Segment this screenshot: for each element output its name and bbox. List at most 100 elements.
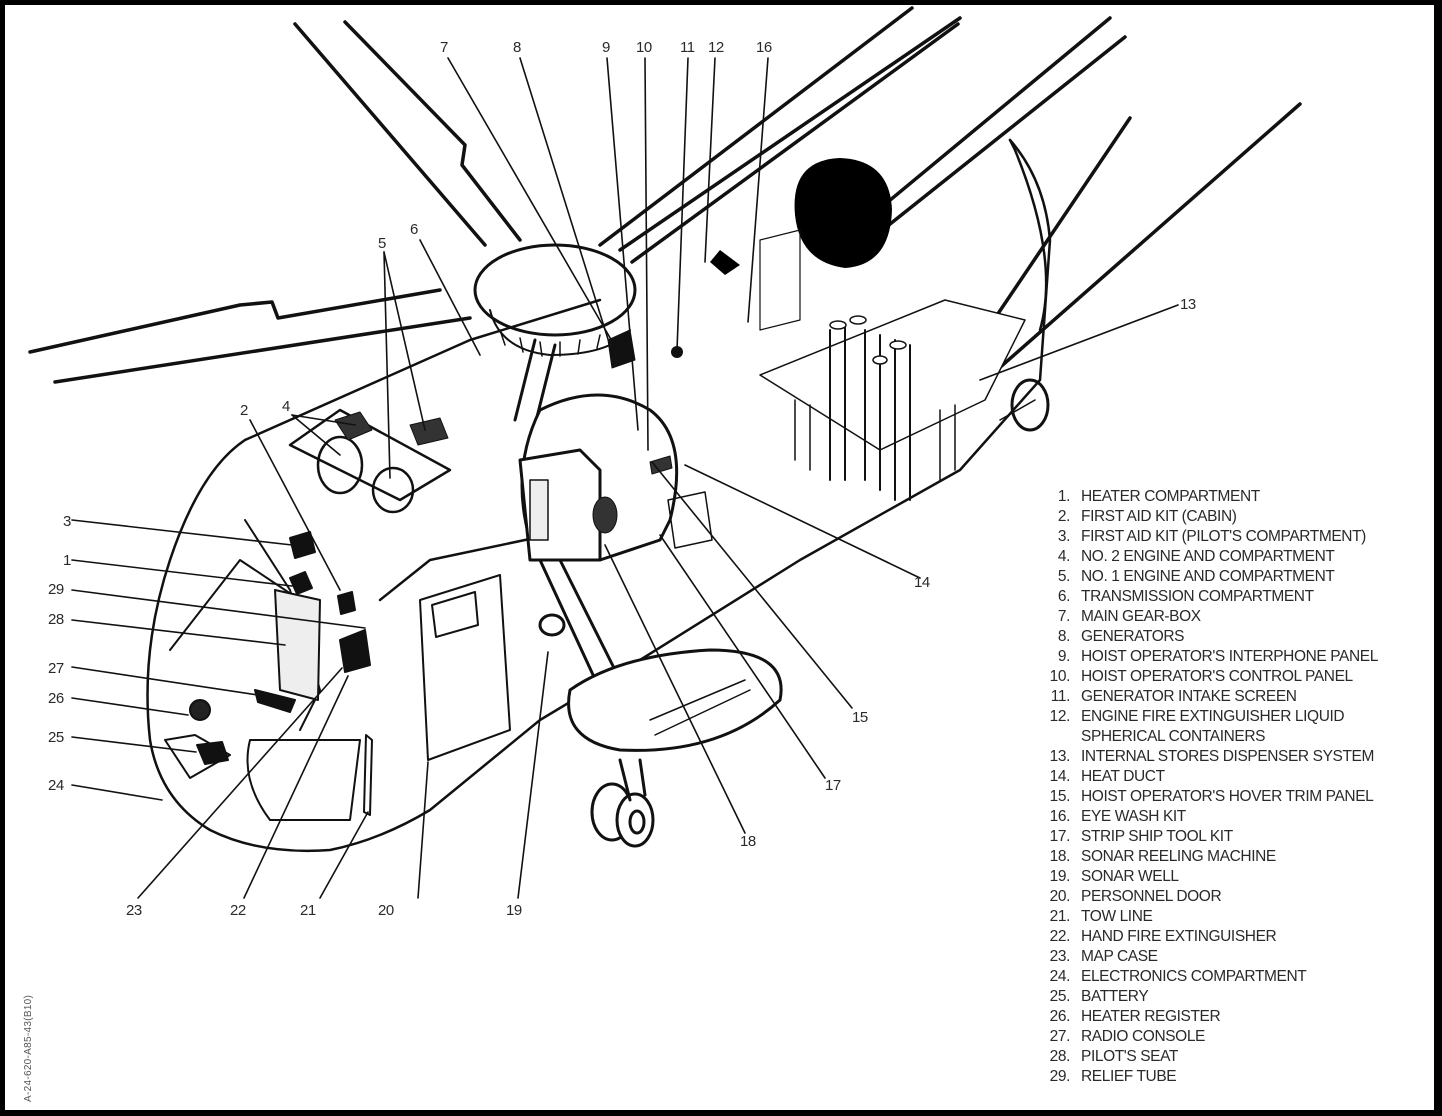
callout-18: 18	[740, 833, 756, 850]
legend: 1. HEATER COMPARTMENT 2.FIRST AID KIT (CAB…	[1046, 487, 1436, 1087]
legend-number: 5.	[1057, 568, 1071, 585]
callout-28: 28	[48, 611, 64, 628]
legend-label: SONAR WELL	[1081, 868, 1179, 885]
legend-item: 18. SONAR REELING MACHINE	[1046, 847, 1436, 867]
legend-number: 14.	[1049, 768, 1071, 785]
legend-item: 14.HEAT DUCT	[1046, 767, 1436, 787]
personnel-door	[363, 574, 511, 816]
legend-item: 21.TOW LINE	[1046, 907, 1436, 927]
callout-6: 6	[410, 221, 418, 238]
legend-item: 10. HOIST OPERATOR'S CONTROL PANEL	[1046, 667, 1436, 687]
legend-number: 6.	[1057, 588, 1071, 605]
legend-label: PERSONNEL DOOR	[1081, 888, 1222, 905]
callout-8: 8	[513, 39, 521, 56]
legend-item: 25.BATTERY	[1046, 987, 1436, 1007]
legend-item: 20. PERSONNEL DOOR	[1046, 887, 1436, 907]
legend-item: 26. HEATER REGISTER	[1046, 1007, 1436, 1027]
callout-19: 19	[506, 902, 522, 919]
legend-number: 21.	[1049, 908, 1071, 925]
legend-item: 1. HEATER COMPARTMENT	[1046, 487, 1436, 507]
legend-number: 22.	[1049, 928, 1071, 945]
legend-number: 28.	[1049, 1048, 1071, 1065]
legend-label: HOIST OPERATOR'S HOVER TRIM PANEL	[1081, 788, 1374, 805]
callout-3: 3	[63, 513, 71, 530]
legend-label: MAP CASE	[1081, 948, 1158, 965]
legend-item: 27. RADIO CONSOLE	[1046, 1027, 1436, 1047]
figure-id: A-24-620-A85-43(B10)	[23, 994, 34, 1102]
callout-17: 17	[825, 777, 841, 794]
legend-item: 8.GENERATORS	[1046, 627, 1436, 647]
legend-item: 23. MAP CASE	[1046, 947, 1436, 967]
legend-number: 9.	[1057, 648, 1071, 665]
legend-item: 13.INTERNAL STORES DISPENSER SYSTEM	[1046, 747, 1436, 767]
callout-21: 21	[300, 902, 316, 919]
legend-label: FIRST AID KIT (PILOT'S COMPARTMENT)	[1081, 528, 1366, 545]
legend-item: 4.NO. 2 ENGINE AND COMPARTMENT	[1046, 547, 1436, 567]
callout-26: 26	[48, 690, 64, 707]
extinguisher-sphere	[607, 158, 892, 369]
callout-15: 15	[852, 709, 868, 726]
callout-14: 14	[914, 574, 930, 591]
callout-12: 12	[708, 39, 724, 56]
legend-number: 20.	[1049, 888, 1071, 905]
legend-number: 15.	[1049, 788, 1071, 805]
legend-number: 11.	[1050, 688, 1071, 705]
legend-number: 2.	[1057, 508, 1071, 525]
callout-20: 20	[378, 902, 394, 919]
legend-number: 24.	[1049, 968, 1071, 985]
legend-label: GENERATOR INTAKE SCREEN	[1081, 688, 1297, 705]
legend-number: 25.	[1049, 988, 1071, 1005]
legend-label: HEATER REGISTER	[1081, 1008, 1221, 1025]
legend-label: SONAR REELING MACHINE	[1081, 848, 1276, 865]
callout-9: 9	[602, 39, 610, 56]
legend-item: 19.SONAR WELL	[1046, 867, 1436, 887]
callout-10: 10	[636, 39, 652, 56]
callout-23: 23	[126, 902, 142, 919]
legend-number: 23.	[1049, 948, 1071, 965]
legend-label: STRIP SHIP TOOL KIT	[1081, 828, 1233, 845]
legend-label: ELECTRONICS COMPARTMENT	[1081, 968, 1307, 985]
legend-label: EYE WASH KIT	[1081, 808, 1186, 825]
legend-number: 27.	[1049, 1028, 1071, 1045]
legend-number: 26.	[1049, 1008, 1071, 1025]
legend-number: 3.	[1057, 528, 1071, 545]
legend-label: RADIO CONSOLE	[1081, 1028, 1205, 1045]
legend-label: HOIST OPERATOR'S CONTROL PANEL	[1081, 668, 1353, 685]
callout-24: 24	[48, 777, 64, 794]
callout-2: 2	[240, 402, 248, 419]
legend-label: HAND FIRE EXTINGUISHER	[1081, 928, 1277, 945]
legend-item: 24. ELECTRONICS COMPARTMENT	[1046, 967, 1436, 987]
legend-item: 6. TRANSMISSION COMPARTMENT	[1046, 587, 1436, 607]
legend-item: 3. FIRST AID KIT (PILOT'S COMPARTMENT)	[1046, 527, 1436, 547]
legend-number: 1.	[1057, 488, 1071, 505]
legend-label: NO. 1 ENGINE AND COMPARTMENT	[1081, 568, 1335, 585]
legend-label: INTERNAL STORES DISPENSER SYSTEM	[1081, 748, 1374, 765]
legend-item: 12.ENGINE FIRE EXTINGUISHER LIQUID SPHER…	[1046, 707, 1436, 747]
callout-1: 1	[63, 552, 71, 569]
legend-item: 2.FIRST AID KIT (CABIN)	[1046, 507, 1436, 527]
legend-item: 5. NO. 1 ENGINE AND COMPARTMENT	[1046, 567, 1436, 587]
legend-number: 10.	[1049, 668, 1071, 685]
legend-item: 7.MAIN GEAR-BOX	[1046, 607, 1436, 627]
legend-label: RELIEF TUBE	[1081, 1068, 1177, 1085]
callout-25: 25	[48, 729, 64, 746]
legend-item: 22. HAND FIRE EXTINGUISHER	[1046, 927, 1436, 947]
legend-number: 18.	[1049, 848, 1071, 865]
legend-label: HEATER COMPARTMENT	[1081, 488, 1260, 505]
sonar-assembly	[518, 393, 783, 848]
legend-item: 15. HOIST OPERATOR'S HOVER TRIM PANEL	[1046, 787, 1436, 807]
legend-number: 12.	[1049, 708, 1071, 725]
legend-number: 29.	[1049, 1068, 1071, 1085]
callout-29: 29	[48, 581, 64, 598]
legend-number: 16.	[1049, 808, 1071, 825]
legend-item: 17. STRIP SHIP TOOL KIT	[1046, 827, 1436, 847]
legend-item: 9. HOIST OPERATOR'S INTERPHONE PANEL	[1046, 647, 1436, 667]
callout-22: 22	[230, 902, 246, 919]
callout-5: 5	[378, 235, 386, 252]
legend-label: HOIST OPERATOR'S INTERPHONE PANEL	[1081, 648, 1378, 665]
legend-number: 17.	[1049, 828, 1071, 845]
legend-label: TRANSMISSION COMPARTMENT	[1081, 588, 1314, 605]
legend-item: 28.PILOT'S SEAT	[1046, 1047, 1436, 1067]
